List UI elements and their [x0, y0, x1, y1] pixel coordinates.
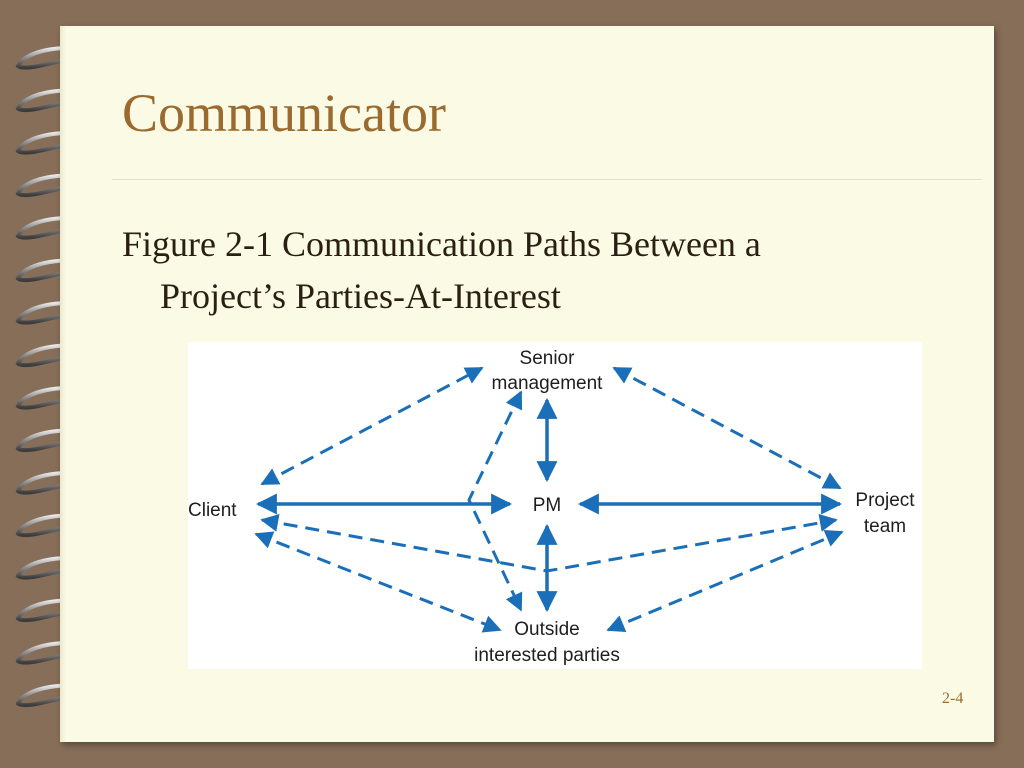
page-edge [60, 26, 66, 742]
caption-line-1: Figure 2-1 Communication Paths Between a [122, 224, 761, 264]
path-senior-outside [467, 390, 523, 612]
path-outside-project-team [606, 529, 844, 633]
node-outside-line-2: interested parties [474, 645, 620, 666]
path-client-outside [254, 531, 502, 633]
node-pm: PM [533, 495, 562, 516]
node-senior-line-2: management [492, 373, 604, 394]
node-project-line-1: Project [855, 490, 915, 511]
path-senior-project-team [612, 366, 842, 490]
title-divider [112, 179, 982, 180]
slide-title: Communicator [122, 83, 446, 143]
caption-line-2: Project’s Parties-At-Interest [160, 276, 561, 316]
node-client: Client [188, 500, 237, 521]
diagram-canvas: Senior management Client PM Project team… [188, 348, 915, 666]
node-outside-line-1: Outside [514, 619, 579, 640]
figure-caption: Figure 2-1 Communication Paths Between a… [122, 218, 952, 322]
communication-diagram: Senior management Client PM Project team… [188, 342, 922, 669]
node-senior-line-1: Senior [520, 348, 576, 369]
node-project-line-2: team [864, 516, 906, 537]
path-client-project-team [260, 513, 838, 573]
path-client-senior [260, 366, 484, 486]
slide-number: 2-4 [942, 690, 964, 707]
